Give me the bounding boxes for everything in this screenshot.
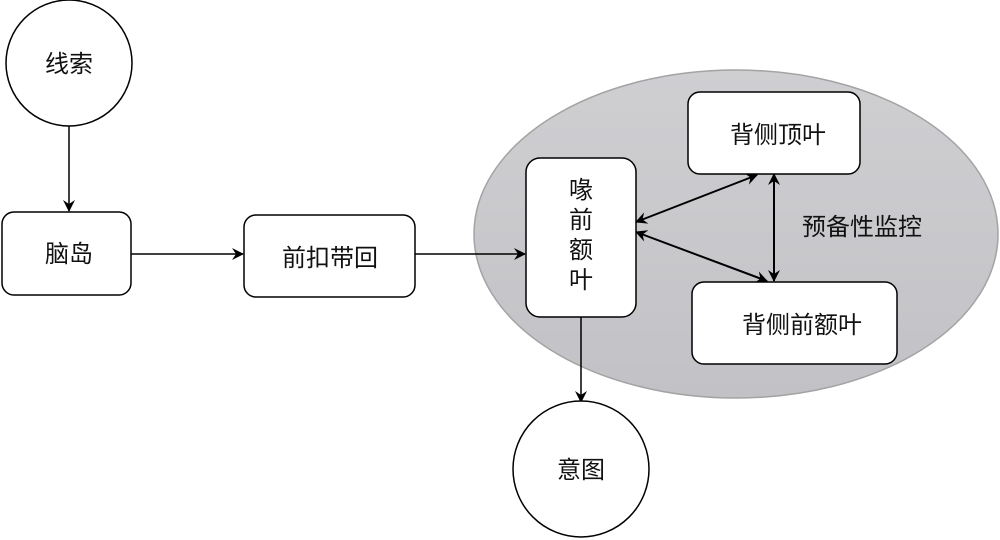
node-cue-label: 线索 [45, 50, 93, 78]
node-cue: 线索 [5, 0, 133, 127]
node-rostral-pfc-char: 前 [569, 206, 593, 234]
node-intent-label: 意图 [557, 456, 605, 484]
edge-ofc-dlpfc [635, 230, 768, 283]
node-insula-label: 脑岛 [45, 240, 93, 268]
node-dorsal-parietal: 背侧顶叶 [687, 91, 861, 175]
node-dlpfc: 背侧前额叶 [691, 281, 898, 365]
node-dlpfc-label: 背侧前额叶 [742, 311, 862, 339]
node-rostral-pfc: 喙 前 额 叶 [525, 157, 637, 318]
node-rostral-pfc-char: 额 [569, 236, 593, 264]
edge-ofc-dpl [635, 173, 758, 224]
node-rostral-pfc-char: 喙 [569, 176, 593, 204]
node-dorsal-parietal-label: 背侧顶叶 [730, 121, 826, 149]
monitoring-region-label: 预备性监控 [802, 213, 922, 241]
node-acc: 前扣带回 [243, 214, 416, 298]
node-acc-label: 前扣带回 [282, 244, 378, 272]
node-rostral-pfc-char: 叶 [569, 266, 593, 294]
node-intent: 意图 [512, 400, 650, 538]
node-insula: 脑岛 [1, 211, 132, 296]
